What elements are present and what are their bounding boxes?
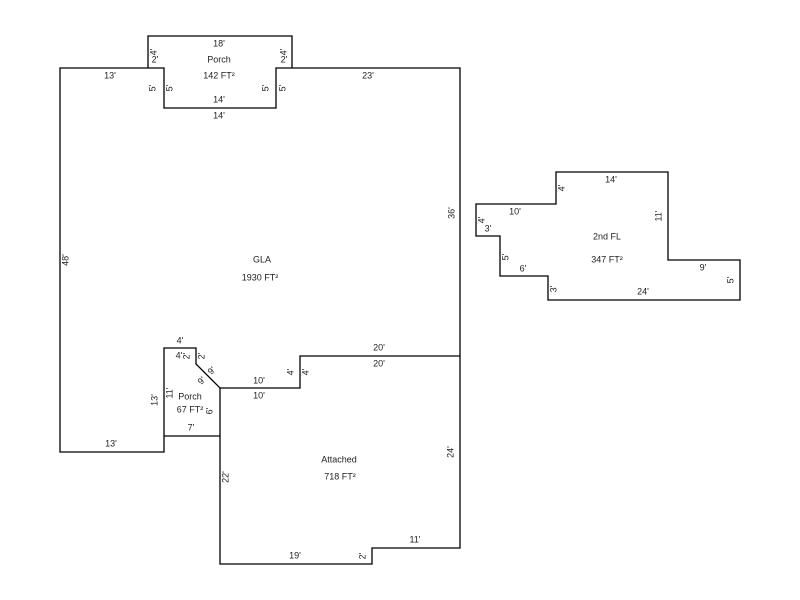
dimension-label: 18' [213,38,225,48]
area-name-attached: Attached [321,454,357,464]
dimension-label: 24' [445,446,455,458]
dimension-label: 14' [605,174,617,184]
area-size-porch-top: 142 FT² [203,70,235,80]
area-size-second-floor: 347 FT² [591,254,623,264]
dimension-label: 20' [373,342,385,352]
dimension-label: 4' [300,368,310,375]
dimension-label: 6' [520,263,527,273]
dimension-label: 2' [196,352,206,359]
dimension-label: 5' [500,253,510,260]
area-name-porch-top: Porch [207,54,231,64]
dimension-label: 4' [278,48,288,55]
dimension-label: 13' [149,394,159,406]
dimension-label: 11' [164,387,174,398]
dimension-label: 5' [260,84,270,91]
dimension-label: 6' [204,407,214,414]
dimension-label: 2' [281,54,288,64]
dimension-label: 10' [253,375,265,385]
dimension-label: 4' [177,335,184,345]
dimension-label: 36' [446,207,456,219]
dimension-label: 9' [700,262,707,272]
area-size-porch-small: 67 FT² [177,404,204,414]
second-floor-outline [475,171,741,301]
dimension-label: 5' [147,84,157,91]
porch-top-outline [147,35,293,68]
dimension-label: 23' [362,70,374,80]
dimension-label: 5' [164,84,174,91]
dimension-label: 7' [188,422,195,432]
dimension-label: 2' [181,352,191,359]
dimension-label: 3' [485,223,492,233]
dimension-label: 4' [476,216,486,223]
area-size-gla: 1930 FT² [242,272,279,282]
area-name-second-floor: 2nd FL [593,231,621,241]
dimension-label: 5' [725,276,735,283]
dimension-label: 4' [176,350,183,360]
attached-outline [219,356,461,565]
dimension-label: 11' [653,210,663,221]
area-name-gla: GLA [253,254,271,264]
dimension-label: 20' [373,358,385,368]
dimension-label: 2' [152,54,159,64]
dimension-label: 48' [60,254,70,266]
dimension-label: 14' [213,110,225,120]
dimension-label: 3' [548,285,558,292]
gla-outline [59,67,461,453]
dimension-label: 9' [196,374,208,386]
area-name-porch-small: Porch [178,391,202,401]
dimension-label: 14' [213,94,225,104]
dimension-label: 5' [277,84,287,91]
dimension-label: 19' [289,550,301,560]
dimension-label: 13' [105,438,117,448]
dimension-label: 4' [556,184,566,191]
dimension-label: 4' [148,48,158,55]
dimension-label: 11' [409,534,420,544]
dimension-label: 22' [220,471,230,483]
dimension-label: 2' [357,552,367,559]
dimension-label: 10' [509,206,521,216]
dimension-label: 4' [285,368,295,375]
dimension-label: 10' [253,390,265,400]
area-size-attached: 718 FT² [324,471,356,481]
dimension-label: 13' [104,70,116,80]
dimension-label: 24' [637,286,649,296]
